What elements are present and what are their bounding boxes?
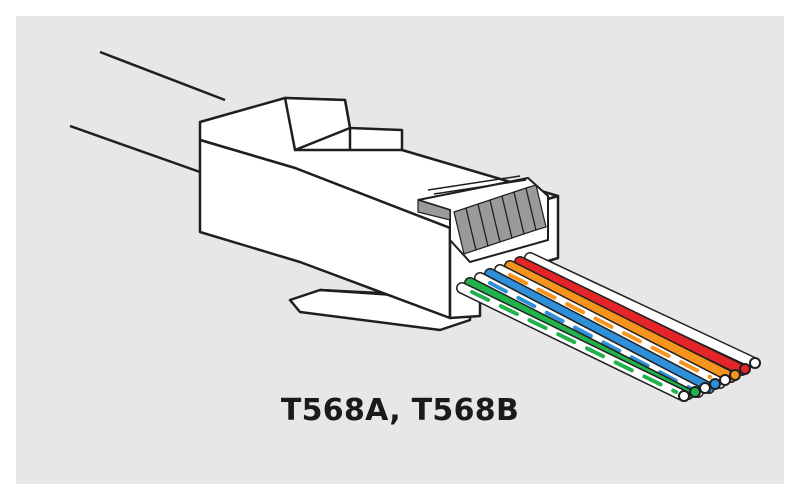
standard-caption: T568A, T568B — [280, 393, 520, 428]
cable-icon — [69, 50, 226, 174]
wire-bundle-icon — [456, 252, 761, 402]
contact-pins-icon — [417, 175, 549, 264]
